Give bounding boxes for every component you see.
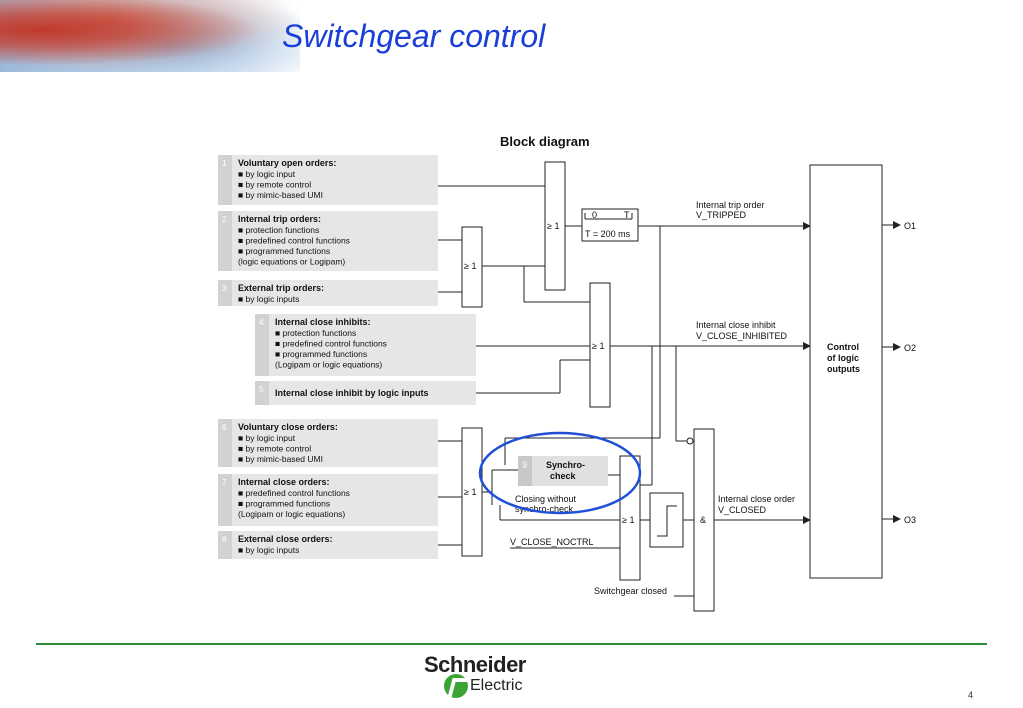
input-box-title: Internal close orders:	[238, 477, 330, 487]
trip-order-1: Internal trip order	[696, 200, 765, 210]
input-box-tab	[255, 314, 269, 376]
timer-value: T = 200 ms	[585, 229, 631, 239]
input-box-number: 5	[259, 385, 264, 394]
control-label-2: of logic	[827, 353, 859, 363]
footer-rule	[36, 643, 987, 645]
control-label-1: Control	[827, 342, 859, 352]
wires	[438, 185, 901, 597]
input-box-title: Voluntary open orders:	[238, 158, 336, 168]
input-box-number: 1	[222, 159, 227, 168]
or-gate-e-label: ≥ 1	[622, 515, 634, 525]
input-box-number: 7	[222, 478, 227, 487]
or-gate-b	[461, 226, 483, 308]
input-box-line: ■ by logic input	[238, 433, 296, 443]
synchro-label-2: check	[550, 471, 577, 481]
close-inhibit-1: Internal close inhibit	[696, 320, 776, 330]
input-box-tab	[218, 155, 232, 205]
input-box-tab	[218, 280, 232, 306]
output-o1: O1	[904, 221, 916, 231]
input-box-number: 4	[259, 318, 264, 327]
slide-title: Switchgear control	[282, 18, 546, 54]
input-box-title: Internal trip orders:	[238, 214, 321, 224]
timer-t1: T	[624, 210, 630, 220]
or-gate-a	[544, 161, 566, 291]
or-gate-c-label: ≥ 1	[592, 341, 604, 351]
close-inhibit-2: V_CLOSE_INHIBITED	[696, 331, 788, 341]
logo-name: Schneider	[424, 652, 526, 677]
input-box-line: ■ protection functions	[238, 225, 319, 235]
input-box-title: External close orders:	[238, 534, 333, 544]
logo-subname: Electric	[470, 677, 523, 694]
input-box-number: 8	[222, 535, 227, 544]
input-box-line: ■ by logic inputs	[238, 294, 299, 304]
input-box-line: ■ predefined control functions	[238, 236, 350, 246]
input-box-1	[218, 155, 438, 205]
close-order-1: Internal close order	[718, 494, 795, 504]
schneider-logo-icon	[444, 674, 468, 698]
input-box-line: ■ by logic input	[238, 169, 296, 179]
slide-number: 4	[968, 690, 974, 700]
or-gate-c	[589, 282, 611, 408]
input-box-line: (Logipam or logic equations)	[238, 509, 345, 519]
or-gate-a-label: ≥ 1	[547, 221, 559, 231]
input-box-3	[218, 280, 438, 306]
input-box-line: ■ predefined control functions	[238, 488, 350, 498]
output-o3: O3	[904, 515, 916, 525]
input-box-line: ■ protection functions	[275, 328, 356, 338]
closing-without-1: Closing without	[515, 494, 577, 504]
input-box-4	[255, 314, 476, 376]
input-box-line: ■ by mimic-based UMI	[238, 454, 323, 464]
control-label-3: outputs	[827, 364, 860, 374]
and-gate-label: &	[700, 515, 706, 525]
input-box-5	[255, 381, 476, 405]
input-box-6	[218, 419, 438, 467]
timer-block	[581, 208, 639, 242]
input-box-line: (logic equations or Logipam)	[238, 257, 345, 267]
output-o2: O2	[904, 343, 916, 353]
or-gate-d	[461, 427, 483, 557]
input-box-line: ■ predefined control functions	[275, 339, 387, 349]
or-gate-b-label: ≥ 1	[464, 261, 476, 271]
timer-t0: 0	[592, 210, 597, 220]
input-box-2	[218, 211, 438, 271]
synchro-label-1: Synchro-	[546, 460, 585, 470]
closing-without-2: synchro-check	[515, 504, 574, 514]
input-box-tab	[218, 531, 232, 559]
input-box-title: External trip orders:	[238, 283, 324, 293]
input-box-line: ■ programmed functions	[238, 246, 330, 256]
input-box-line: ■ by remote control	[238, 180, 311, 190]
input-box-tab	[218, 419, 232, 467]
input-box-title: Internal close inhibits:	[275, 317, 371, 327]
and-gate	[693, 428, 715, 612]
input-box-line: ■ by mimic-based UMI	[238, 190, 323, 200]
input-box-title: Internal close inhibit by logic inputs	[275, 388, 429, 398]
synchro-check-box	[518, 456, 608, 486]
control-logic-block	[809, 164, 883, 579]
or-gate-d-label: ≥ 1	[464, 487, 476, 497]
synchro-check-highlight	[478, 431, 642, 515]
close-order-2: V_CLOSED	[718, 505, 767, 515]
input-box-line: (Logipam or logic equations)	[275, 360, 382, 370]
input-box-line: ■ by remote control	[238, 444, 311, 454]
input-box-tab	[218, 474, 232, 526]
v-close-noctrl: V_CLOSE_NOCTRL	[510, 537, 594, 547]
diagram-heading: Block diagram	[500, 134, 590, 149]
input-box-8	[218, 531, 438, 559]
input-box-number: 6	[222, 423, 227, 432]
switchgear-closed: Switchgear closed	[594, 586, 667, 596]
input-box-tab	[255, 381, 269, 405]
trip-order-2: V_TRIPPED	[696, 210, 747, 220]
header-banner-image	[0, 0, 300, 72]
input-box-number: 3	[222, 284, 227, 293]
input-box-title: Voluntary close orders:	[238, 422, 338, 432]
input-box-7	[218, 474, 438, 526]
input-box-number: 2	[222, 215, 227, 224]
synchro-num: 9	[522, 460, 527, 470]
input-box-line: ■ programmed functions	[275, 349, 367, 359]
input-box-tab	[218, 211, 232, 271]
input-box-line: ■ by logic inputs	[238, 545, 299, 555]
input-box-line: ■ programmed functions	[238, 499, 330, 509]
